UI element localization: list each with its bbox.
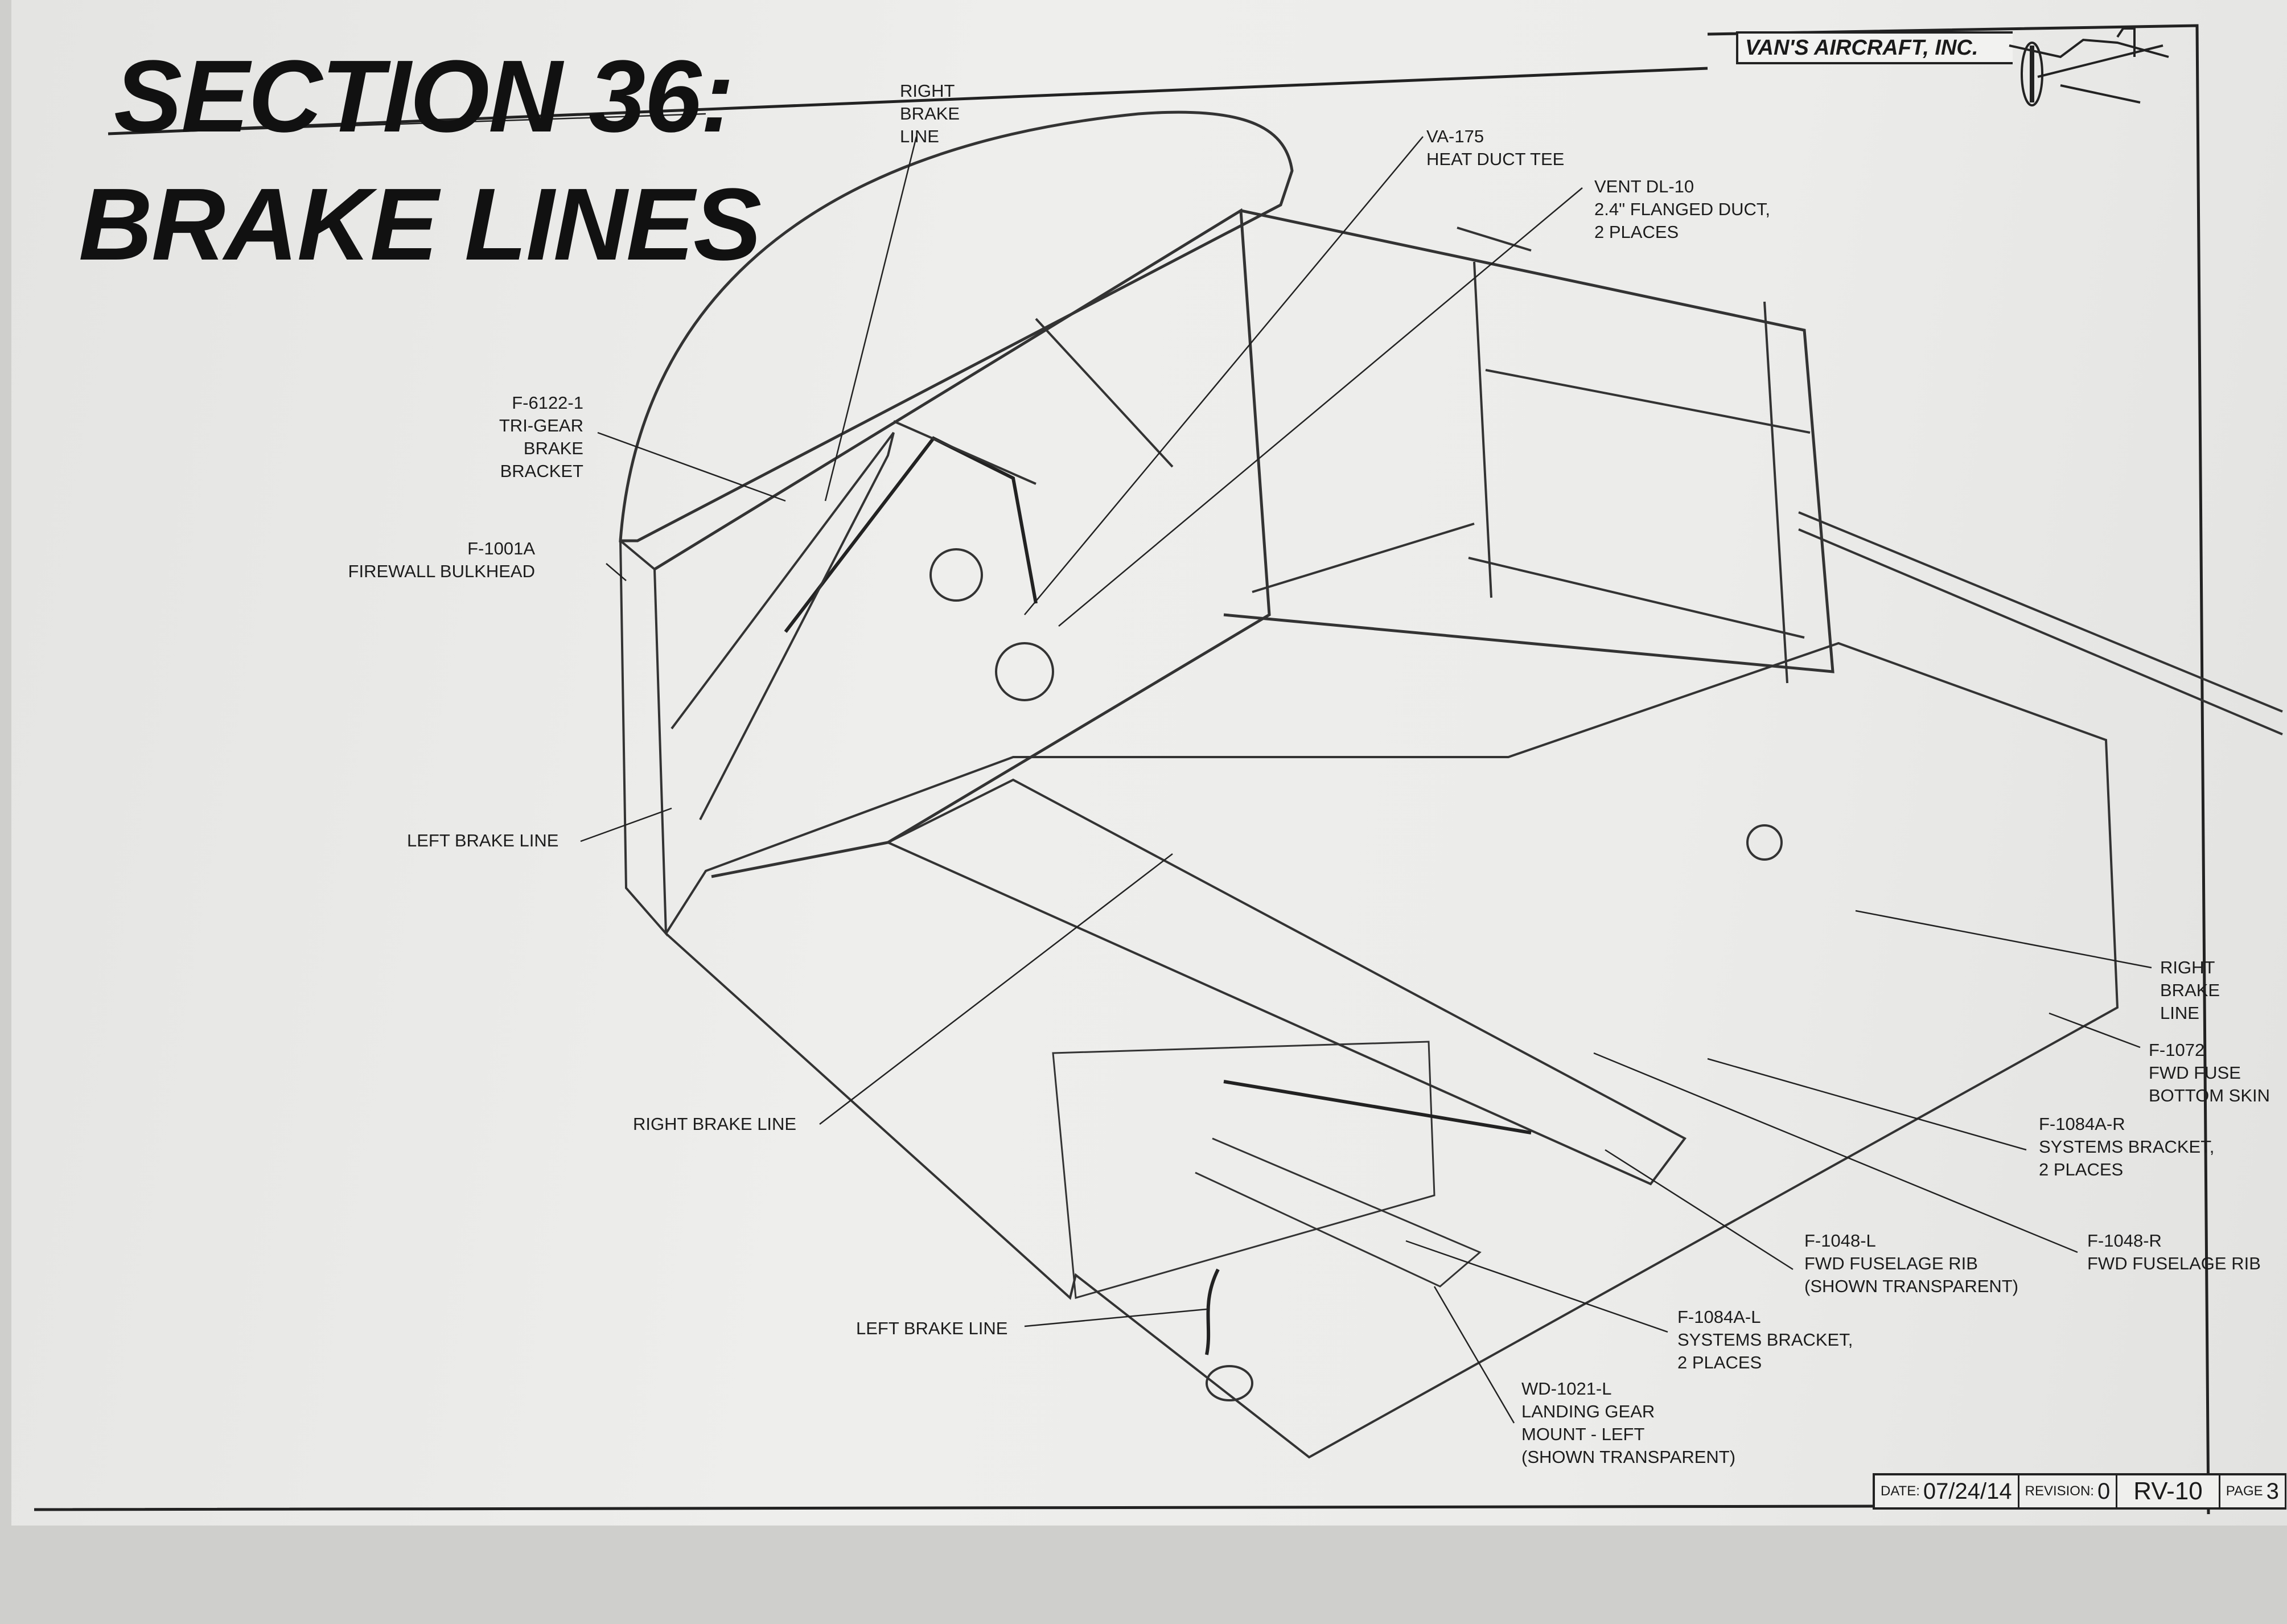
callout-right-brake-line-2: RIGHT BRAKE LINE	[633, 1114, 797, 1134]
firewall-outline	[619, 110, 1294, 542]
callout-left-brake-line-2: LEFT BRAKE LINE	[856, 1318, 1008, 1338]
leader-lines	[108, 113, 2152, 1424]
company-name: VAN'S AIRCRAFT, INC.	[1736, 31, 2013, 64]
firewall-face	[619, 538, 668, 937]
callout-left-brake-line-1: LEFT BRAKE LINE	[407, 830, 559, 850]
revision-value: 0	[2097, 1478, 2111, 1504]
revision-cell: REVISION:0	[2019, 1475, 2118, 1507]
section-subtitle: BRAKE LINES	[79, 167, 762, 282]
page-label: PAGE	[2226, 1483, 2263, 1499]
section-title: SECTION 36:	[114, 39, 734, 154]
drawing-sheet	[11, 0, 2287, 1526]
revision-label: REVISION:	[2025, 1483, 2094, 1499]
date-value: 07/24/14	[1923, 1478, 2012, 1504]
tunnel	[887, 778, 1687, 1186]
date-label: DATE:	[1881, 1483, 1920, 1499]
airplane-icon	[2009, 27, 2169, 106]
model-cell: RV-10	[2117, 1475, 2220, 1507]
seat-bulkhead	[1223, 209, 1834, 673]
seat-frame	[1252, 227, 1811, 684]
vent-duct	[995, 642, 1054, 701]
brake-line-left	[784, 436, 1532, 1355]
gear-mount	[1052, 1041, 1482, 1299]
date-cell: DATE:07/24/14	[1875, 1475, 2019, 1507]
page-value: 3	[2266, 1478, 2279, 1504]
longeron	[1798, 511, 2283, 735]
vent-duct	[929, 548, 983, 602]
diagonal-braces	[671, 318, 1174, 820]
